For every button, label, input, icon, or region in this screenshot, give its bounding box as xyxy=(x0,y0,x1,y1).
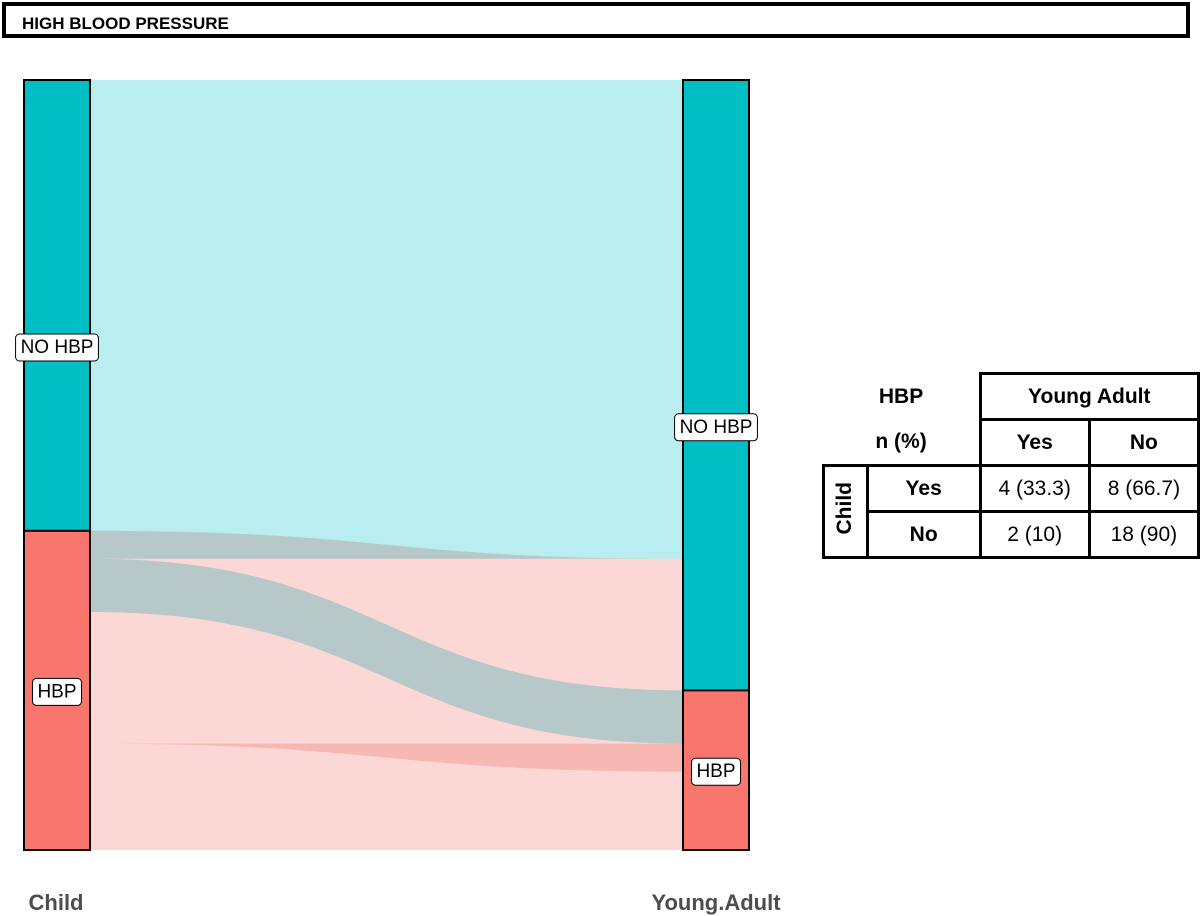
axis-label-young-adult: Young.Adult xyxy=(651,890,781,915)
flow-band xyxy=(90,80,683,559)
table-cell: 2 (10) xyxy=(978,510,1091,559)
young-adult-node-label: HBP xyxy=(696,761,735,782)
child-node-label-box xyxy=(15,333,99,362)
child-node-label-box xyxy=(31,677,83,706)
table-row-no: No xyxy=(865,510,982,559)
table-cell: 4 (33.3) xyxy=(978,464,1091,513)
table-row-yes: Yes xyxy=(865,464,982,513)
sankey-diagram: NO HBP HBP NO HBP HBP Child Young.Adult xyxy=(15,79,781,915)
table-col-group: Young Adult xyxy=(978,372,1200,421)
table-col-no: No xyxy=(1087,418,1200,467)
title-box: HIGH BLOOD PRESSURE xyxy=(2,2,1190,38)
table-corner-line1: HBP xyxy=(878,384,924,408)
young-adult-node-label: NO HBP xyxy=(680,417,753,438)
young-adult-node-label-box xyxy=(674,413,758,442)
flow-band xyxy=(90,530,683,772)
child-node-label: NO HBP xyxy=(21,337,94,358)
table-cell: 8 (66.7) xyxy=(1087,464,1200,513)
table-col-yes: Yes xyxy=(978,418,1091,467)
flow-band xyxy=(90,743,683,850)
table-corner-line2: n (%) xyxy=(823,419,981,467)
table-cell: 18 (90) xyxy=(1087,510,1200,559)
young-adult-node-label-box xyxy=(690,757,742,786)
chart-title: HIGH BLOOD PRESSURE xyxy=(22,14,229,33)
child-node-label: HBP xyxy=(37,681,76,702)
axis-label-child: Child xyxy=(29,890,84,915)
table-row-group: Child xyxy=(822,464,869,559)
crosstab-table: HBP Young Adult n (%) Yes No Child Yes 4… xyxy=(822,372,1200,559)
